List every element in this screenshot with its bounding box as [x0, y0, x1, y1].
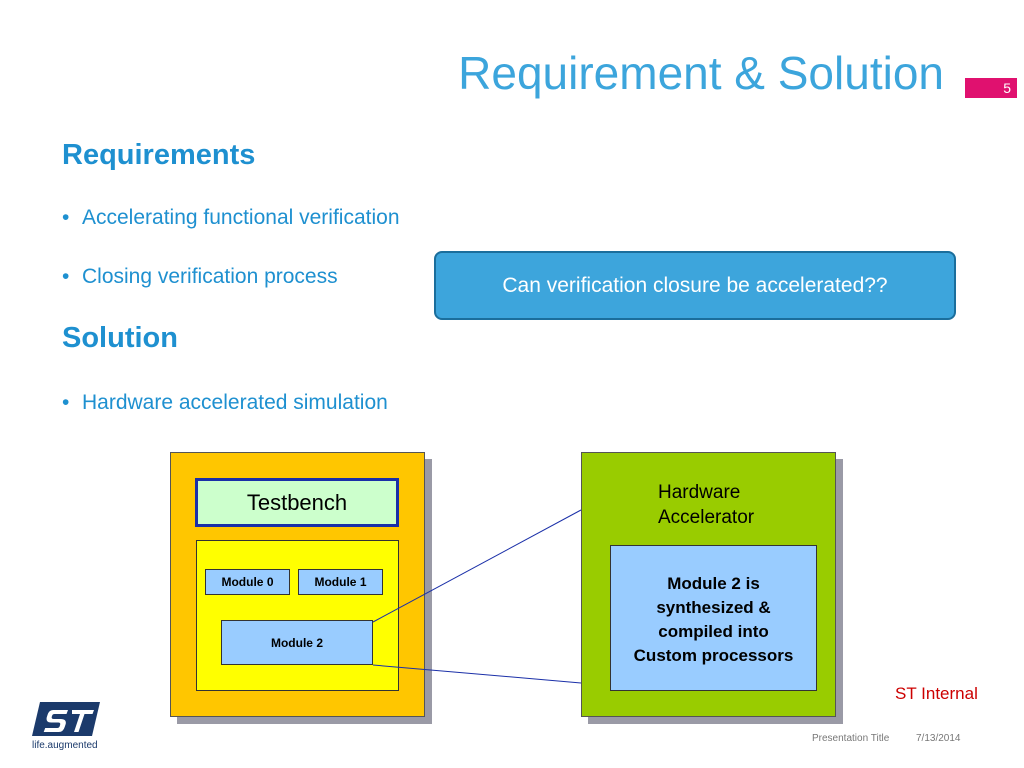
bullet-dot: •	[62, 265, 70, 288]
requirement-bullet-2-text: Closing verification process	[82, 265, 338, 288]
synth-line-2: synthesized &	[656, 598, 771, 617]
st-internal-label: ST Internal	[895, 684, 978, 703]
module-0-box: Module 0	[205, 569, 290, 595]
requirement-bullet-1: • Accelerating functional verification	[62, 207, 400, 228]
hw-label-line-2: Accelerator	[658, 507, 755, 528]
module-1-box: Module 1	[298, 569, 383, 595]
solution-heading: Solution	[62, 322, 178, 354]
solution-bullet-1-text: Hardware accelerated simulation	[82, 391, 388, 414]
synthesized-module-box: Module 2 is synthesized & compiled into …	[610, 545, 817, 691]
requirement-bullet-2: • Closing verification process	[62, 266, 338, 287]
st-logo-icon	[32, 702, 100, 736]
footer-presentation-title: Presentation Title	[812, 733, 890, 744]
solution-bullet-1: • Hardware accelerated simulation	[62, 392, 388, 413]
hw-label-line-1: Hardware	[658, 482, 741, 503]
callout-box: Can verification closure be accelerated?…	[434, 251, 956, 320]
testbench-box: Testbench	[195, 478, 399, 527]
hardware-accelerator-label: Hardware Accelerator	[658, 480, 754, 530]
footer-date: 7/13/2014	[916, 733, 961, 744]
requirements-heading: Requirements	[62, 139, 256, 171]
bullet-dot: •	[62, 391, 70, 414]
callout-text: Can verification closure be accelerated?…	[502, 273, 888, 297]
requirement-bullet-1-text: Accelerating functional verification	[82, 206, 400, 229]
slide-title: Requirement & Solution	[458, 47, 944, 99]
synth-line-3: compiled into	[658, 622, 769, 641]
synth-line-4: Custom processors	[633, 646, 794, 665]
design-box	[196, 540, 399, 691]
st-logo: life.augmented	[30, 700, 102, 752]
bullet-dot: •	[62, 206, 70, 229]
logo-tagline: life.augmented	[32, 740, 98, 751]
synth-line-1: Module 2 is	[667, 574, 760, 593]
page-number-badge: 5	[965, 78, 1017, 98]
module-2-box: Module 2	[221, 620, 373, 665]
